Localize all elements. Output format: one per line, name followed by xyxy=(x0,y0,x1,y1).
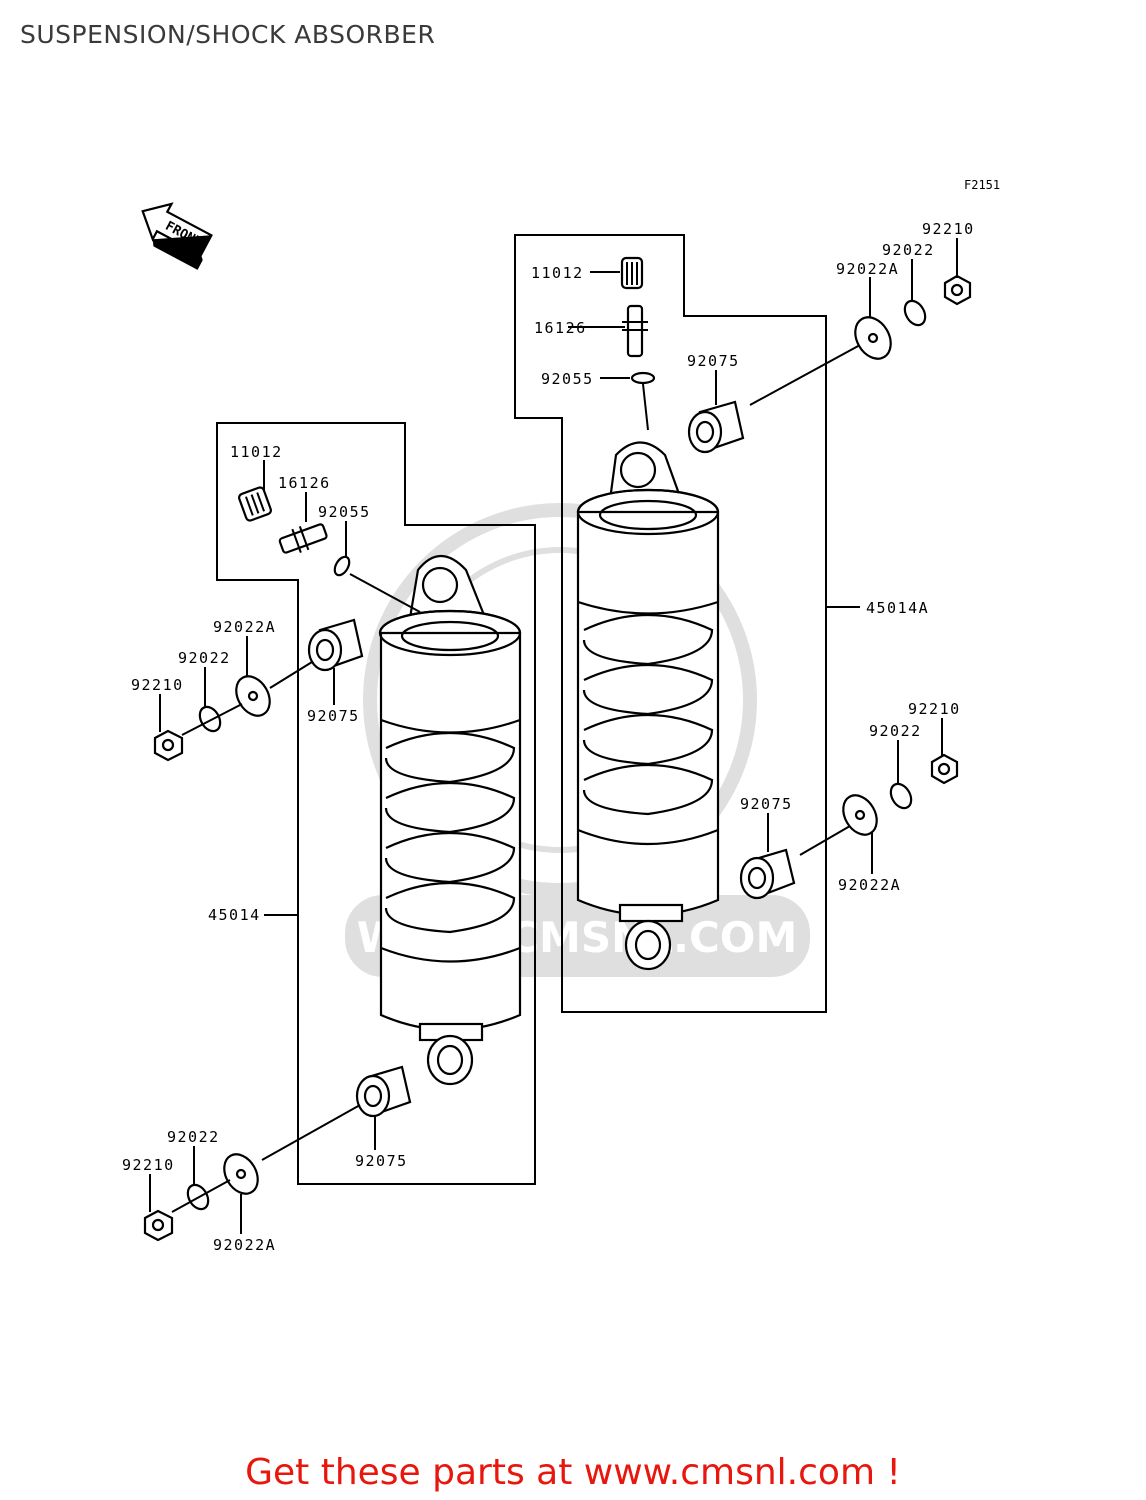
callout-16126-left: 16126 xyxy=(278,474,331,492)
callout-92075-left-bottom: 92075 xyxy=(355,1152,408,1170)
nut-right-top xyxy=(943,274,972,306)
callout-11012-right: 11012 xyxy=(531,264,584,282)
left-shock-absorber xyxy=(378,555,522,1086)
nut-left-top xyxy=(153,729,184,762)
right-shock-absorber xyxy=(576,441,720,971)
bushing-right-top xyxy=(687,400,745,454)
washer-right-bottom xyxy=(889,782,913,810)
callout-92075-right-bottom: 92075 xyxy=(740,795,793,813)
callout-92075-left-top: 92075 xyxy=(307,707,360,725)
air-valve-right xyxy=(622,304,648,358)
callout-92022-right-top: 92022 xyxy=(882,241,935,259)
callout-92022a-left-top: 92022A xyxy=(213,618,277,636)
callout-92210-left-top: 92210 xyxy=(131,676,184,694)
footer-link-text[interactable]: Get these parts at www.cmsnl.com ! xyxy=(245,1452,901,1493)
callout-92075-right-top: 92075 xyxy=(687,352,740,370)
callout-92022a-right-bottom: 92022A xyxy=(838,876,902,894)
bushing-right-bottom xyxy=(739,848,796,900)
callout-92022a-left-bottom: 92022A xyxy=(213,1236,277,1254)
callout-45014: 45014 xyxy=(208,906,261,924)
nut-right-bottom xyxy=(930,753,959,785)
page-title: SUSPENSION/SHOCK ABSORBER xyxy=(20,20,436,49)
washer-left-top xyxy=(198,705,222,733)
callout-11012-left: 11012 xyxy=(230,443,283,461)
bushing-left-bottom xyxy=(355,1065,412,1118)
callout-92022-left-bottom: 92022 xyxy=(167,1128,220,1146)
group-outline-right xyxy=(514,234,827,1013)
callout-92210-right-top: 92210 xyxy=(922,220,975,238)
group-outline-left xyxy=(216,422,536,1185)
callout-92055-right: 92055 xyxy=(541,370,594,388)
callout-92022a-right-top: 92022A xyxy=(836,260,900,278)
figure-number: F2151 xyxy=(964,178,1001,192)
bushing-left-top xyxy=(307,618,364,672)
valve-cap-left xyxy=(238,486,272,522)
valve-cap-right xyxy=(620,256,644,290)
callout-45014a: 45014A xyxy=(866,599,930,617)
front-arrow-icon: FRONT xyxy=(141,202,213,270)
callout-92210-left-bottom: 92210 xyxy=(122,1156,175,1174)
callout-92210-right-bottom: 92210 xyxy=(908,700,961,718)
callout-92022-left-top: 92022 xyxy=(178,649,231,667)
o-ring-right xyxy=(630,371,656,385)
o-ring-left xyxy=(333,555,351,577)
nut-left-bottom xyxy=(143,1209,174,1242)
callout-16126-right: 16126 xyxy=(534,319,587,337)
leader-lines xyxy=(149,238,958,1234)
washer-right-top xyxy=(903,299,927,327)
air-valve-left xyxy=(278,523,328,554)
callout-92055-left: 92055 xyxy=(318,503,371,521)
callout-92022-right-bottom: 92022 xyxy=(869,722,922,740)
